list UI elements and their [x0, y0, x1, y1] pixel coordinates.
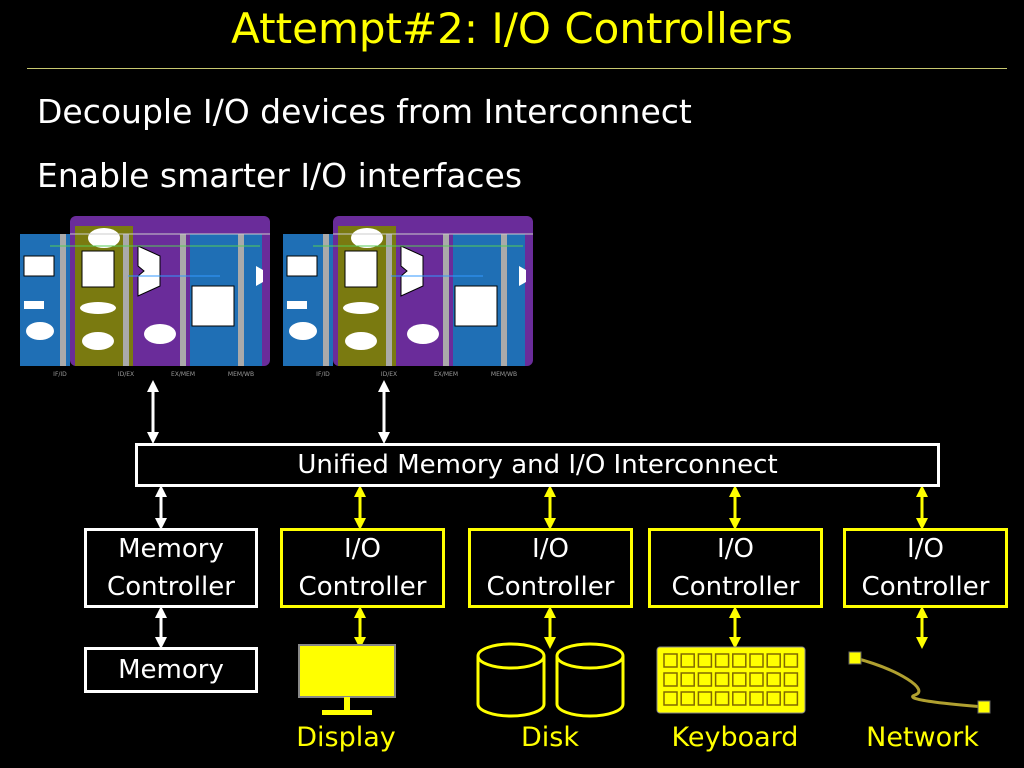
svg-text:IF/ID: IF/ID	[316, 371, 330, 378]
keyboard-key	[697, 653, 713, 668]
keyboard-key	[697, 672, 713, 687]
keyboard-key	[749, 653, 764, 668]
keyboard-key	[663, 653, 678, 668]
keyboard-key	[766, 653, 781, 668]
keyboard-key	[714, 672, 730, 687]
keyboard-key	[732, 691, 747, 706]
memory-box: Memory	[84, 647, 258, 693]
svg-text:EX/MEM: EX/MEM	[434, 371, 458, 378]
title-divider	[27, 68, 1007, 69]
keyboard-icon	[656, 646, 806, 714]
keyboard-key	[749, 672, 764, 687]
svg-text:ID/EX: ID/EX	[381, 371, 397, 378]
slide-title: Attempt#2: I/O Controllers	[231, 4, 793, 53]
keyboard-key	[697, 691, 713, 706]
mc-line1: Memory	[118, 534, 224, 564]
svg-text:ID/EX: ID/EX	[118, 371, 134, 378]
keyboard-key	[749, 691, 764, 706]
cpu-pipeline-1: IF/ID ID/EX EX/MEM MEM/WB	[20, 216, 270, 378]
device-label-display: Display	[296, 722, 396, 753]
svg-text:MEM/WB: MEM/WB	[491, 371, 517, 378]
keyboard-key	[680, 653, 695, 668]
keyboard-key	[663, 672, 678, 687]
device-label-keyboard: Keyboard	[671, 722, 799, 753]
keyboard-key	[714, 691, 730, 706]
network-icon	[848, 651, 991, 714]
device-label-network: Network	[866, 722, 979, 753]
svg-text:IF/ID: IF/ID	[53, 371, 67, 378]
display-icon	[298, 644, 396, 715]
keyboard-key	[732, 653, 747, 668]
keyboard-key	[732, 672, 747, 687]
keyboard-key	[783, 672, 799, 687]
svg-text:EX/MEM: EX/MEM	[171, 371, 195, 378]
keyboard-key	[766, 691, 781, 706]
keyboard-key	[714, 653, 730, 668]
device-label-disk: Disk	[521, 722, 579, 753]
bullet-smarter-interfaces: Enable smarter I/O interfaces	[37, 156, 523, 195]
mc-line2: Controller	[107, 572, 235, 602]
interconnect-bus: Unified Memory and I/O Interconnect	[135, 443, 940, 487]
keyboard-key	[663, 691, 678, 706]
bullet-decouple: Decouple I/O devices from Interconnect	[37, 92, 692, 131]
disk-icon	[476, 642, 625, 718]
keyboard-key	[766, 672, 781, 687]
keyboard-key	[783, 691, 799, 706]
keyboard-key	[680, 672, 695, 687]
keyboard-key	[680, 691, 695, 706]
cpu-pipeline-2: IF/ID ID/EX EX/MEM MEM/WB	[283, 216, 533, 378]
keyboard-key	[783, 653, 799, 668]
svg-text:MEM/WB: MEM/WB	[228, 371, 254, 378]
